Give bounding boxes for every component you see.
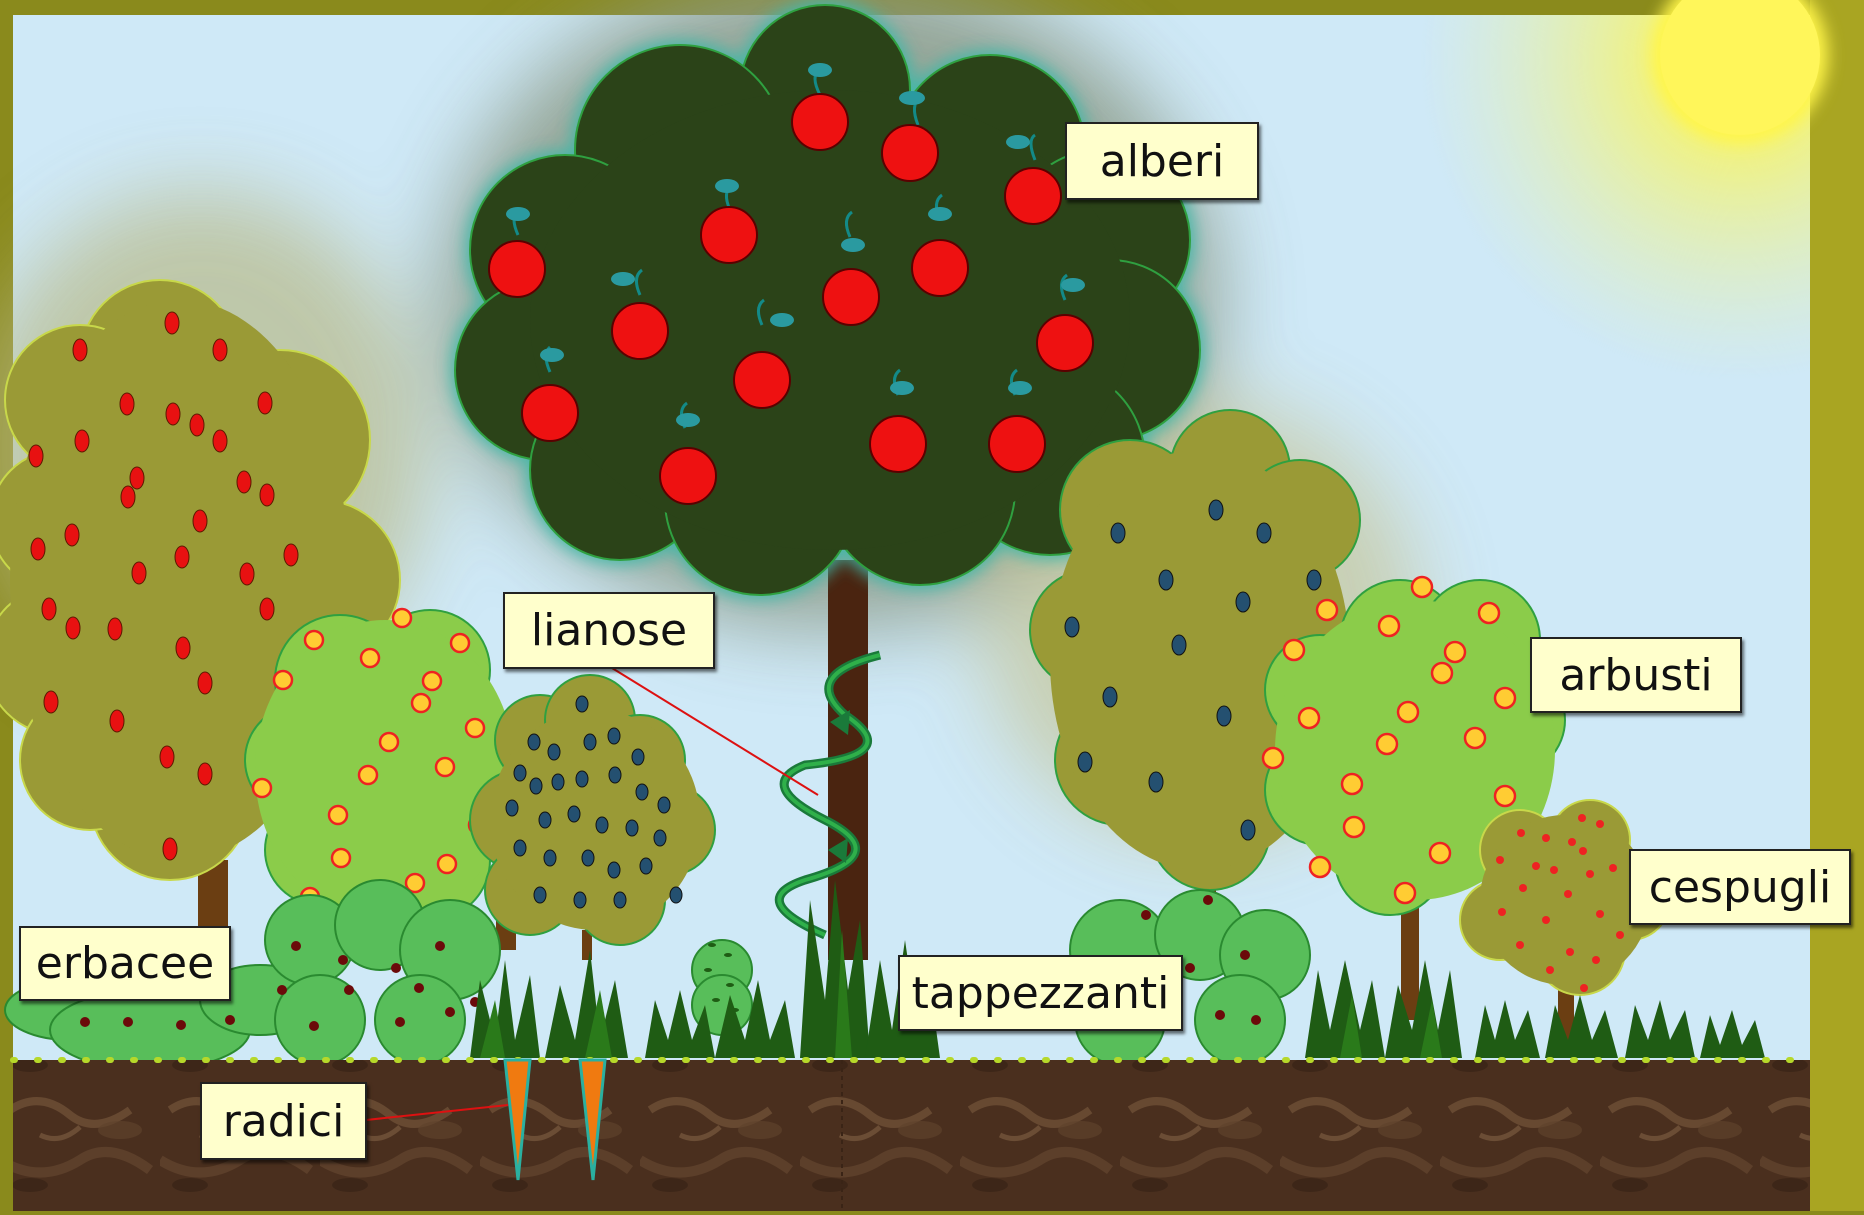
label-erbacee: erbacee	[19, 926, 231, 1001]
label-alberi: alberi	[1065, 122, 1259, 200]
label-tappezzanti: tappezzanti	[898, 955, 1183, 1031]
label-cespugli: cespugli	[1629, 849, 1851, 925]
label-radici: radici	[200, 1082, 367, 1160]
label-lianose: lianose	[503, 592, 715, 669]
label-arbusti: arbusti	[1530, 637, 1742, 713]
